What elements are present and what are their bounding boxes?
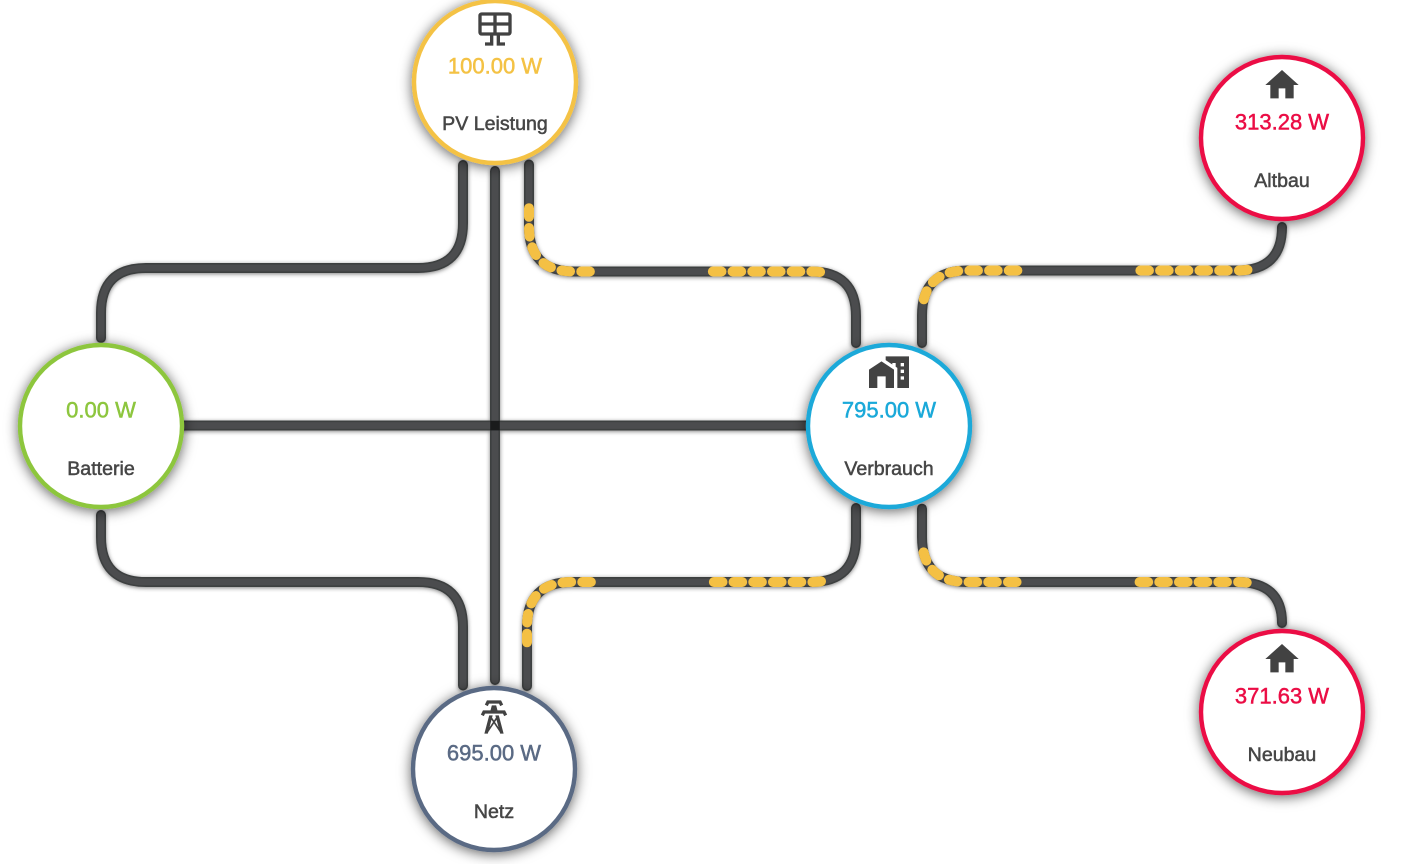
- svg-text:0.00 W: 0.00 W: [66, 398, 136, 423]
- svg-text:Batterie: Batterie: [67, 458, 135, 480]
- svg-text:Neubau: Neubau: [1248, 744, 1317, 766]
- svg-text:100.00 W: 100.00 W: [448, 54, 542, 79]
- svg-text:Altbau: Altbau: [1254, 170, 1310, 192]
- svg-text:Verbrauch: Verbrauch: [844, 458, 933, 480]
- svg-text:371.63 W: 371.63 W: [1235, 684, 1329, 709]
- svg-text:PV Leistung: PV Leistung: [442, 113, 548, 135]
- svg-text:795.00 W: 795.00 W: [842, 398, 936, 423]
- svg-text:Netz: Netz: [474, 801, 514, 823]
- svg-text:695.00 W: 695.00 W: [447, 741, 541, 766]
- svg-text:313.28 W: 313.28 W: [1235, 110, 1329, 135]
